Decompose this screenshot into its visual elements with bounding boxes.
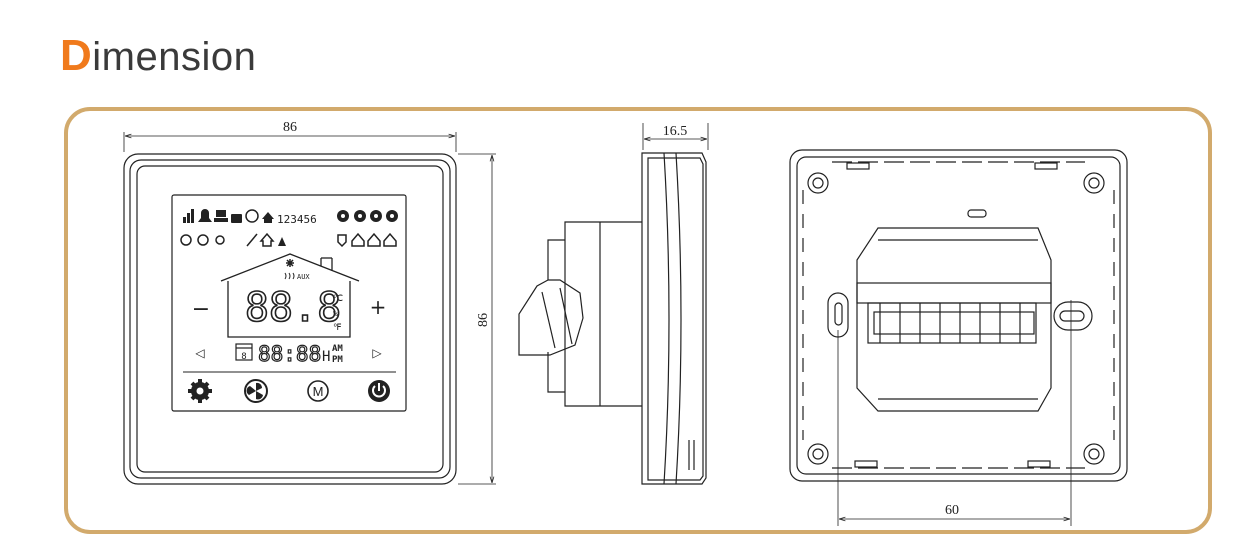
front-bezel: [129, 159, 451, 479]
fan-button[interactable]: [244, 379, 268, 403]
dim-back-mounting-label: 60: [945, 503, 959, 518]
shield-icon: [337, 234, 347, 248]
calendar-icon: [235, 343, 253, 361]
lcd-unit-celsius: ℃: [333, 294, 343, 304]
lcd-pm-label: PM: [332, 355, 343, 365]
right-arrow-button[interactable]: ▷: [372, 346, 382, 360]
front-view: [123, 132, 496, 485]
plus-button[interactable]: +: [370, 295, 387, 319]
minus-button[interactable]: −: [192, 297, 210, 322]
heat-waves-icon: [284, 272, 295, 280]
side-front-body: [641, 152, 707, 485]
sun-icon: [215, 235, 225, 245]
mode-button-label: M: [313, 384, 324, 399]
mount-slot-right: [1053, 301, 1093, 331]
power-button[interactable]: [368, 380, 390, 402]
screw-hole-tr: [1083, 172, 1105, 194]
title-rest: imension: [92, 35, 257, 79]
snow-sun-icon: [180, 234, 192, 246]
drops-icon: [278, 237, 286, 246]
dim-front-width-label: 86: [283, 120, 297, 135]
back-clip-rails: [832, 161, 1085, 469]
moon-icon: [232, 234, 238, 246]
leaf-icon: [246, 233, 258, 247]
lock-icon: [231, 214, 242, 223]
lcd-aux-label: AUX: [297, 273, 310, 281]
lcd-day-digit: 8: [241, 352, 246, 362]
front-outer-edge: [123, 153, 457, 485]
settings-button[interactable]: [188, 379, 212, 403]
side-terminal-clip: [518, 279, 584, 356]
signal-icon: [183, 217, 186, 223]
bell-icon: [198, 209, 212, 222]
home-icon-2: [367, 232, 381, 247]
home-fan-icon: [259, 232, 275, 247]
lcd-panel: [171, 194, 407, 412]
home-icon-1: [351, 232, 365, 247]
title-first-letter: D: [60, 31, 93, 80]
home-icon-3: [383, 232, 397, 247]
diagram-frame: [64, 107, 1212, 534]
mode-button[interactable]: [307, 380, 329, 402]
hand-icon: [245, 209, 259, 223]
lcd-house-outline: [220, 253, 360, 338]
left-arrow-button[interactable]: ◁: [194, 346, 204, 360]
back-terminal-block: [856, 227, 1052, 412]
dim-side-depth-label: 16.5: [663, 124, 688, 139]
house-small-icon: [262, 212, 274, 219]
lcd-clock-readout: 88:88: [258, 342, 321, 366]
heater-icon: [216, 210, 226, 217]
side-back-box: [564, 221, 642, 407]
screw-hole-br: [1083, 443, 1105, 465]
lcd-unit-fahrenheit: ℉: [333, 323, 342, 333]
lcd-hour-label: H: [322, 349, 330, 365]
screw-hole-tl: [807, 172, 829, 194]
lcd-main-readout: 88.8: [245, 285, 341, 331]
lcd-unit-percent: %: [333, 309, 338, 318]
side-view: [518, 123, 709, 485]
back-outer-edge: [789, 149, 1128, 482]
lcd-icons-row-2: [180, 232, 397, 248]
screw-hole-bl: [807, 443, 829, 465]
fan-icon: [244, 379, 268, 403]
dim-front-height-label: 86: [476, 313, 491, 327]
lcd-status-digits: 123456: [277, 213, 317, 226]
mode-icon: [307, 380, 329, 402]
back-inner-edge: [796, 156, 1121, 475]
lcd-am-label: AM: [332, 344, 343, 354]
page-title: Dimension: [60, 34, 256, 78]
back-view: [789, 149, 1128, 526]
lcd-icons-row-1: [183, 209, 274, 223]
snowflake-icon: [197, 234, 209, 246]
front-glass: [136, 165, 444, 473]
snowflake-center-icon: [286, 259, 294, 267]
fan-speed-icons: [337, 210, 398, 222]
